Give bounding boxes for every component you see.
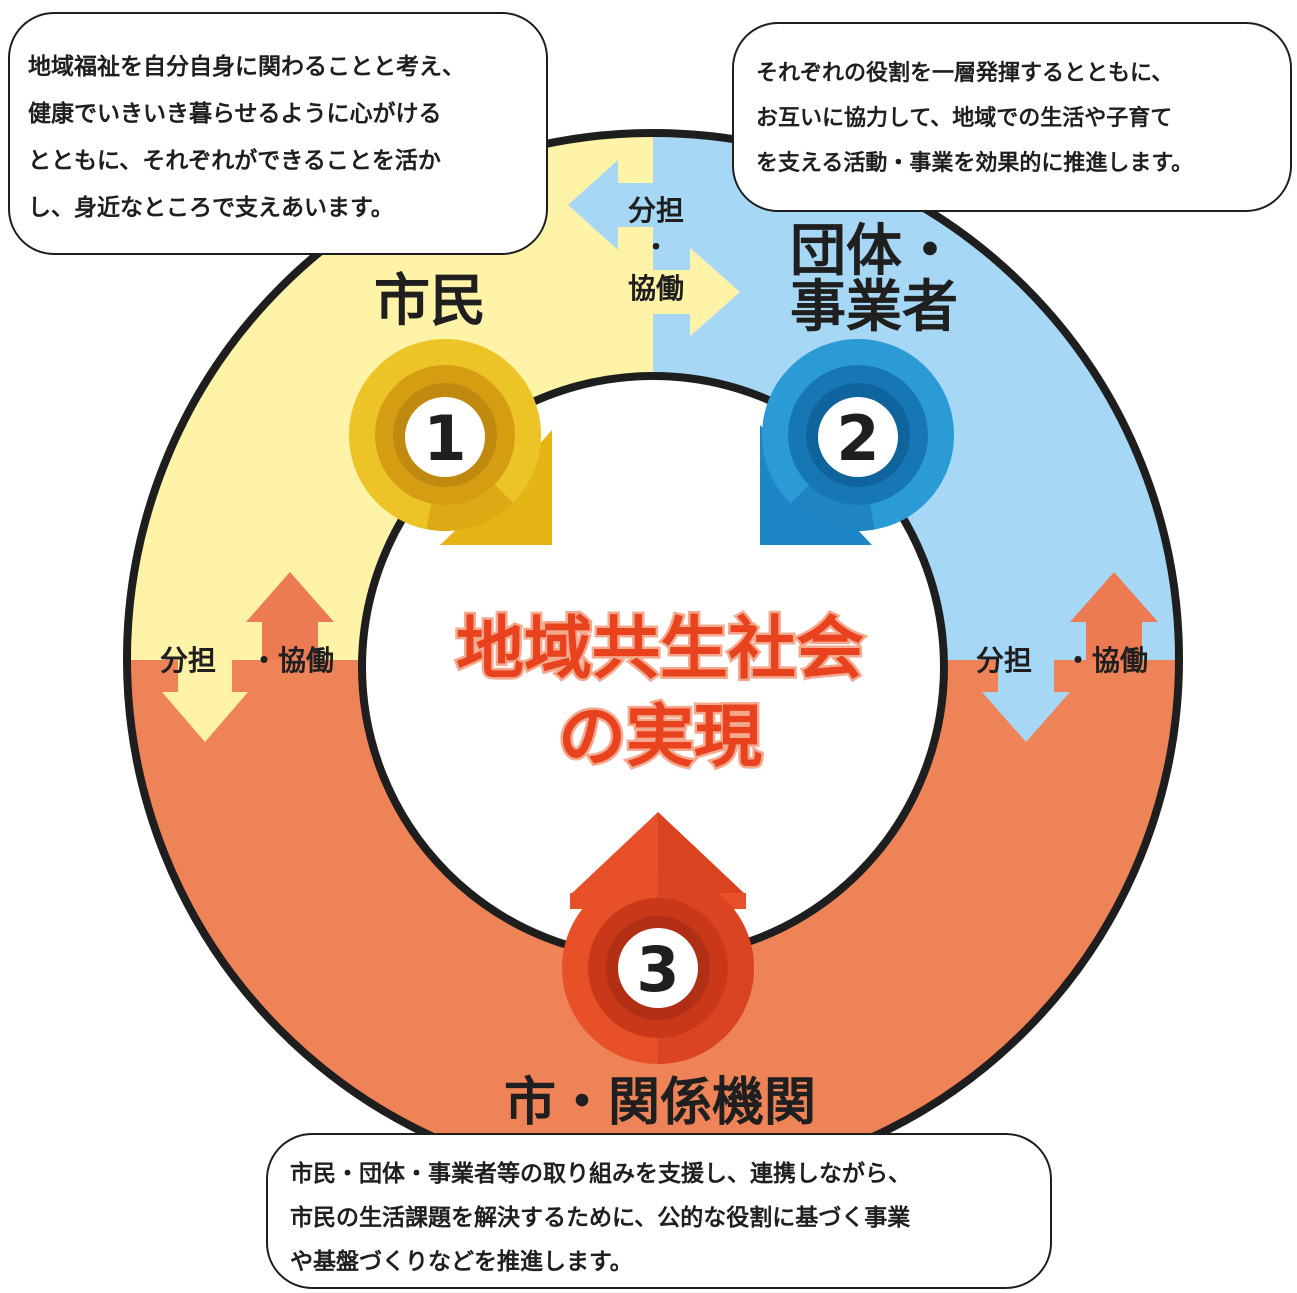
- actor-citizen-badge: 1: [349, 339, 552, 545]
- city-number: 3: [636, 933, 679, 1006]
- arrow-down-yellow: [162, 658, 248, 742]
- cooperation-right-label-2: ・協働: [1064, 644, 1148, 677]
- organizations-label-line-2: 事業者: [790, 275, 958, 340]
- organizations-label-line-1: 団体・: [790, 219, 958, 284]
- organizations-description-bubble: それぞれの役割を一層発揮するとともに、 お互いに協力して、地域での生活や子育て …: [732, 22, 1292, 212]
- city-label: 市・関係機関: [504, 1073, 816, 1133]
- cooperation-arrow-right: 分担 ・協働: [976, 572, 1158, 742]
- cooperation-arrow-left: 分担 ・協働: [160, 572, 334, 742]
- center-title-line-2: の実現: [558, 698, 762, 777]
- citizen-description-line: とともに、それぞれができることを活か: [28, 148, 441, 174]
- citizen-number: 1: [423, 402, 466, 475]
- organizations-number-circle: [818, 397, 898, 477]
- organizations-description-line: お互いに協力して、地域での生活や子育て: [756, 106, 1173, 131]
- cooperation-top-label-3: 協働: [628, 272, 684, 305]
- citizen-description-line: 地域福祉を自分自身に関わることと考え、: [28, 54, 465, 80]
- cooperation-right-label-1: 分担: [976, 644, 1032, 677]
- arrow-up-orange: [1070, 572, 1158, 660]
- citizen-description-line: し、身近なところで支えあいます。: [28, 195, 394, 221]
- cooperation-left-label-2: ・協働: [250, 644, 334, 677]
- citizen-description-bubble: 地域福祉を自分自身に関わることと考え、 健康でいきいき暮らせるように心がける と…: [8, 12, 548, 255]
- city-description-bubble: 市民・団体・事業者等の取り組みを支援し、連携しながら、 市民の生活課題を解決する…: [266, 1133, 1052, 1289]
- actor-organizations-badge: 2: [760, 339, 954, 545]
- organizations-number: 2: [836, 402, 879, 475]
- arrow-up-orange: [246, 572, 334, 660]
- arrow-right-yellow: [652, 248, 740, 336]
- arrow-left-blue: [568, 160, 654, 250]
- city-number-circle: [618, 928, 698, 1008]
- cooperation-arrow-top: 分担 ・ 協働: [568, 160, 740, 336]
- actor-city-badge: 3: [562, 812, 754, 1064]
- cooperation-left-label-1: 分担: [160, 644, 216, 677]
- citizen-arrow-head: [440, 430, 552, 545]
- cooperation-top-label-1: 分担: [628, 194, 684, 227]
- citizen-number-circle: [405, 397, 485, 477]
- arrow-down-blue: [982, 658, 1070, 742]
- center-title: 地域共生社会 の実現: [453, 608, 866, 780]
- cooperation-top-label-2: ・: [643, 233, 669, 263]
- center-title-line-1: 地域共生社会: [456, 610, 864, 689]
- citizen-label: 市民: [374, 269, 486, 334]
- city-description-line: 市民の生活課題を解決するために、公的な役割に基づく事業: [290, 1205, 911, 1231]
- citizen-description-line: 健康でいきいき暮らせるように心がける: [28, 101, 442, 127]
- organizations-description-line: を支える活動・事業を効果的に推進します。: [756, 151, 1194, 176]
- city-description-line: 市民・団体・事業者等の取り組みを支援し、連携しながら、: [290, 1161, 911, 1187]
- organizations-description-line: それぞれの役割を一層発揮するとともに、: [756, 61, 1174, 86]
- city-description-line: や基盤づくりなどを推進します。: [290, 1249, 633, 1275]
